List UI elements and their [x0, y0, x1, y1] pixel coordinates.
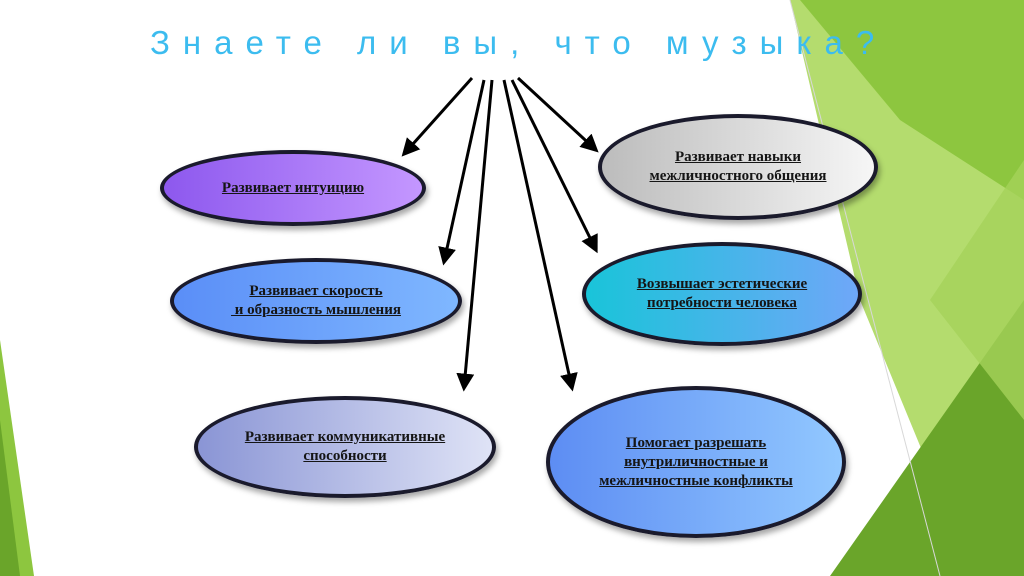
right-green-arrow: [830, 300, 1024, 576]
bubble-text-line: Развивает навыки: [674, 149, 802, 165]
slide-title: Знаете ли вы, что музыка?: [150, 24, 888, 61]
bubble-text-line: Развивает интуицию: [221, 179, 365, 196]
arrow-to-intuition: [401, 76, 474, 157]
thin-gray-line: [789, 0, 941, 576]
bubble-text-line: внутриличностные и: [624, 453, 768, 470]
bubble-communication: Развивает коммуникативные способности: [194, 396, 496, 498]
bubble-intuition: Развивает интуицию: [160, 150, 426, 226]
right-green-band-dark: [800, 0, 1024, 200]
bubble-text-line: Развивает скорость: [249, 283, 383, 299]
bubble-text-line: способности: [303, 448, 387, 464]
bubble-interpersonal-skills: Развивает навыки межличностного общения: [598, 114, 878, 220]
bubble-text-line: Помогает разрешать: [625, 434, 767, 451]
bubble-text-line: межличностного общения: [649, 168, 827, 184]
bubble-aesthetic-needs: Возвышает эстетические потребности челов…: [582, 242, 862, 346]
bubble-text-line: межличностные конфликты: [599, 472, 793, 489]
bubble-text-line: и образность мышления: [231, 302, 401, 318]
bubble-thinking-speed: Развивает скорость и образность мышления: [170, 258, 462, 344]
arrow-to-comm: [456, 79, 494, 392]
arrow-to-speed: [438, 79, 486, 266]
arrow-to-interpersonal: [516, 76, 599, 153]
right-green-light: [930, 160, 1024, 420]
bubble-text-line: Развивает коммуникативные: [244, 429, 446, 445]
bubble-text-line: Возвышает эстетические: [636, 276, 808, 292]
arrow-to-aesthetic: [510, 79, 598, 254]
left-green-sliver-dark: [0, 420, 20, 576]
bubble-text-line: потребности человека: [647, 295, 797, 311]
bubble-conflict-resolution: Помогает разрешать внутриличностные и ме…: [546, 386, 846, 538]
arrow-to-conflict: [502, 79, 578, 392]
